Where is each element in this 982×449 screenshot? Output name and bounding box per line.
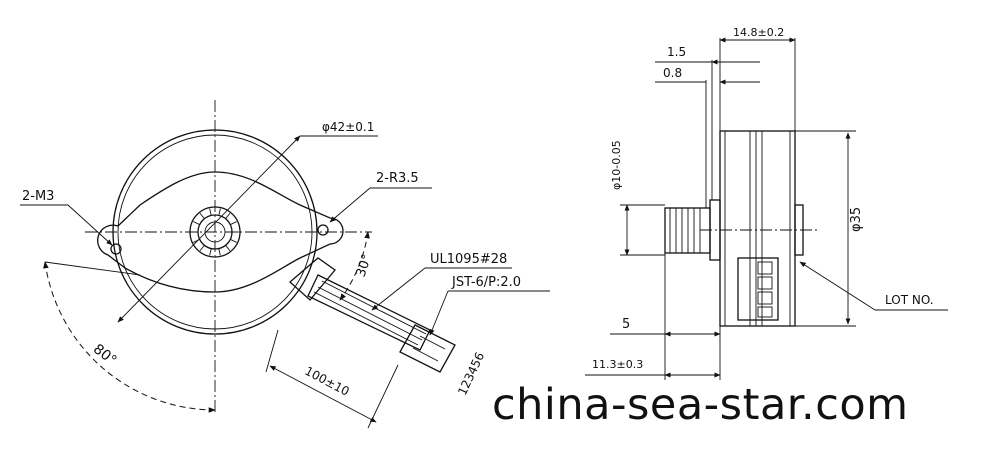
cable-bundle: [307, 274, 431, 351]
gear-tooth: [230, 221, 237, 226]
gear-tooth: [230, 238, 237, 243]
angle-80-label: 80°: [90, 341, 119, 369]
lot-leader: [799, 261, 876, 311]
gear-tooth: [218, 248, 221, 256]
watermark-text: china-sea-star.com: [492, 380, 909, 430]
gear-tooth: [218, 208, 221, 216]
shaft-label: φ10-0.05: [610, 140, 623, 190]
shaft-gear: [664, 207, 711, 254]
radius-label: 2-R3.5: [376, 171, 419, 186]
right-mount-hole: [317, 224, 329, 236]
lot-label: LOT NO.: [885, 293, 934, 307]
gear-tooth: [225, 245, 231, 252]
radius-leader: [329, 187, 371, 223]
angle-30-label: 30°: [354, 252, 375, 279]
dim-08-label: 0.8: [663, 66, 682, 80]
gear-tooth: [209, 208, 212, 216]
gear-tooth: [209, 248, 212, 256]
length-dimension-line: [269, 365, 377, 423]
wire-label: UL1095#28: [430, 252, 507, 267]
shaft-len-label: 11.3±0.3: [592, 358, 643, 371]
gear-tooth: [199, 245, 205, 252]
connector-label: JST-6/P:2.0: [451, 275, 521, 290]
side-flange-tab: [794, 204, 804, 256]
side-connector: [737, 257, 779, 321]
connector-housing: [289, 257, 336, 301]
cable-connector: [399, 324, 456, 373]
width-label: 14.8±0.2: [733, 26, 784, 39]
side-view: 14.8±0.2 1.5 0.8 φ10-0.05 φ35 LOT NO. 5 …: [585, 26, 948, 380]
length-label: 100±10: [302, 364, 351, 399]
shaft-boss: [709, 199, 721, 261]
gear-tooth: [193, 221, 200, 226]
side-body: [719, 130, 796, 327]
front-view: φ42±0.1 2-M3 2-R3.5 80° 30° UL1095#28 J: [20, 100, 550, 429]
body-dia-label: φ35: [849, 207, 864, 232]
screw-leader: [67, 204, 113, 246]
pins-label: 123456: [455, 350, 487, 397]
angle-80-ref-line: [44, 261, 141, 276]
dim-5-label: 5: [622, 317, 630, 332]
connector-leader: [429, 290, 449, 336]
diameter-label: φ42±0.1: [322, 120, 374, 134]
angle-80-arc: [43, 261, 216, 413]
dim-15-label: 1.5: [667, 45, 686, 59]
gear-tooth: [199, 212, 205, 219]
wire-leader: [371, 267, 426, 311]
screw-label: 2-M3: [22, 189, 54, 204]
gear-tooth: [225, 212, 231, 219]
